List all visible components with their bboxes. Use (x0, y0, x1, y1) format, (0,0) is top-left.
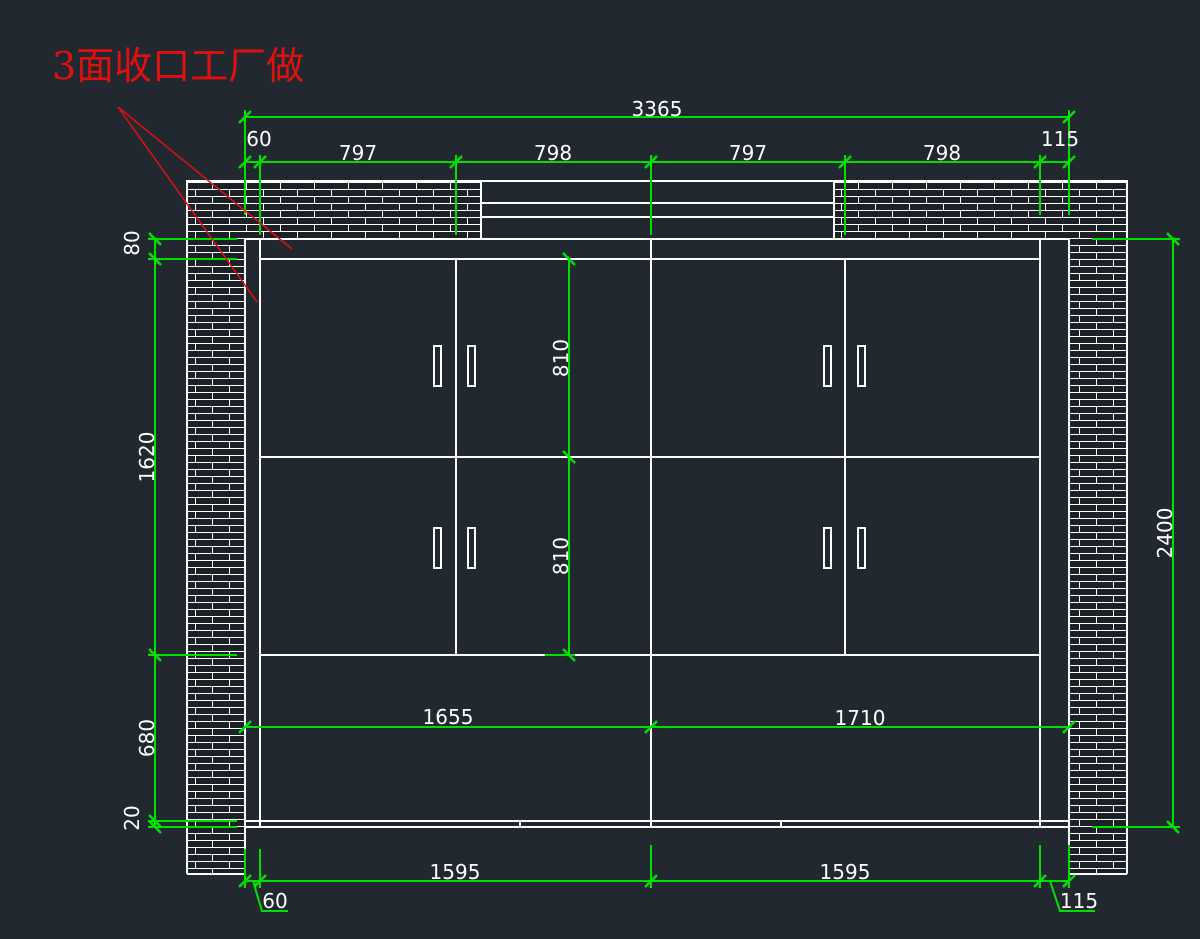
dim-left-gap-top: 60 (246, 127, 271, 151)
dim-bottom-left: 1595 (430, 860, 481, 884)
dim-right-gap-bottom: 115 (1060, 889, 1098, 913)
dim-door-height-upper: 810 (549, 339, 573, 377)
dim-overall-width: 3365 (632, 97, 683, 121)
annotation-text: 3面收口工厂做 (52, 44, 304, 88)
top-beam (480, 180, 835, 240)
door-handles (433, 345, 866, 569)
dim-top-segment-3: 797 (729, 141, 767, 165)
dim-overall-height: 2400 (1153, 508, 1177, 559)
dim-door-height-lower: 810 (549, 537, 573, 575)
dim-top-segment-2: 798 (534, 141, 572, 165)
dim-top-gap: 80 (120, 230, 144, 255)
dim-top-segment-1: 797 (339, 141, 377, 165)
dim-cabinet-height: 1620 (135, 432, 159, 483)
annotation: 3面收口工厂做 (52, 44, 304, 303)
dim-left-gap-bottom: 60 (262, 889, 287, 913)
dim-right-gap-top: 115 (1041, 127, 1079, 151)
brick-wall (186, 180, 1128, 875)
dim-middle-right: 1710 (835, 706, 886, 730)
dim-bottom-gap: 20 (120, 805, 144, 830)
dimension-labels: 3365 60 115 797 798 797 798 80 1620 680 … (120, 97, 1177, 913)
cabinet (245, 239, 1069, 828)
dim-bottom-right: 1595 (820, 860, 871, 884)
annotation-leader (117, 106, 258, 303)
annotation-leader (117, 106, 293, 250)
dimension-lines (148, 110, 1180, 912)
dim-base-height: 680 (135, 719, 159, 757)
dim-top-segment-4: 798 (923, 141, 961, 165)
dim-middle-left: 1655 (423, 705, 474, 729)
